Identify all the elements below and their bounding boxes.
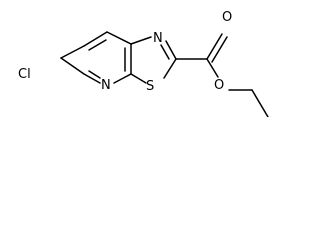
- pyridine-nitrogen-label: N: [101, 78, 111, 93]
- bond-c6-c7-inner: [88, 39, 107, 51]
- bond-c7a-n3: [130, 36, 152, 45]
- bond-c2-s1: [163, 58, 177, 79]
- thiazole-ring: [130, 36, 177, 84]
- bond-c7-c7a: [106, 31, 132, 45]
- ester-group: [175, 33, 269, 117]
- bond-carbonyl-o-single: [206, 58, 219, 78]
- sulfur-label: S: [146, 79, 154, 94]
- bond-carbonyl-o-double-a: [206, 33, 223, 60]
- bond-n3-c2-inner: [160, 44, 170, 60]
- bond-n3-c2: [165, 40, 177, 60]
- carbonyl-oxygen-label: O: [222, 10, 232, 25]
- thiazole-nitrogen-label: N: [153, 31, 163, 46]
- pyridine-ring: [60, 31, 132, 84]
- bond-c5-cl: [60, 57, 85, 75]
- bond-c3a-n4: [113, 73, 132, 84]
- bond-s1-c3a: [130, 73, 147, 84]
- bond-ch2-ch3: [251, 89, 269, 117]
- bond-n4-c5-inner: [88, 70, 101, 79]
- ester-oxygen-label: O: [214, 78, 224, 93]
- bond-n4-c5: [83, 73, 101, 84]
- chemical-structure: Cl N S N O O: [18, 10, 269, 117]
- bond-c6-c7: [83, 31, 108, 47]
- chlorine-label: Cl: [18, 67, 31, 82]
- bond-carbonyl-o-double-b: [211, 36, 228, 63]
- bond-c5-c6: [60, 45, 85, 59]
